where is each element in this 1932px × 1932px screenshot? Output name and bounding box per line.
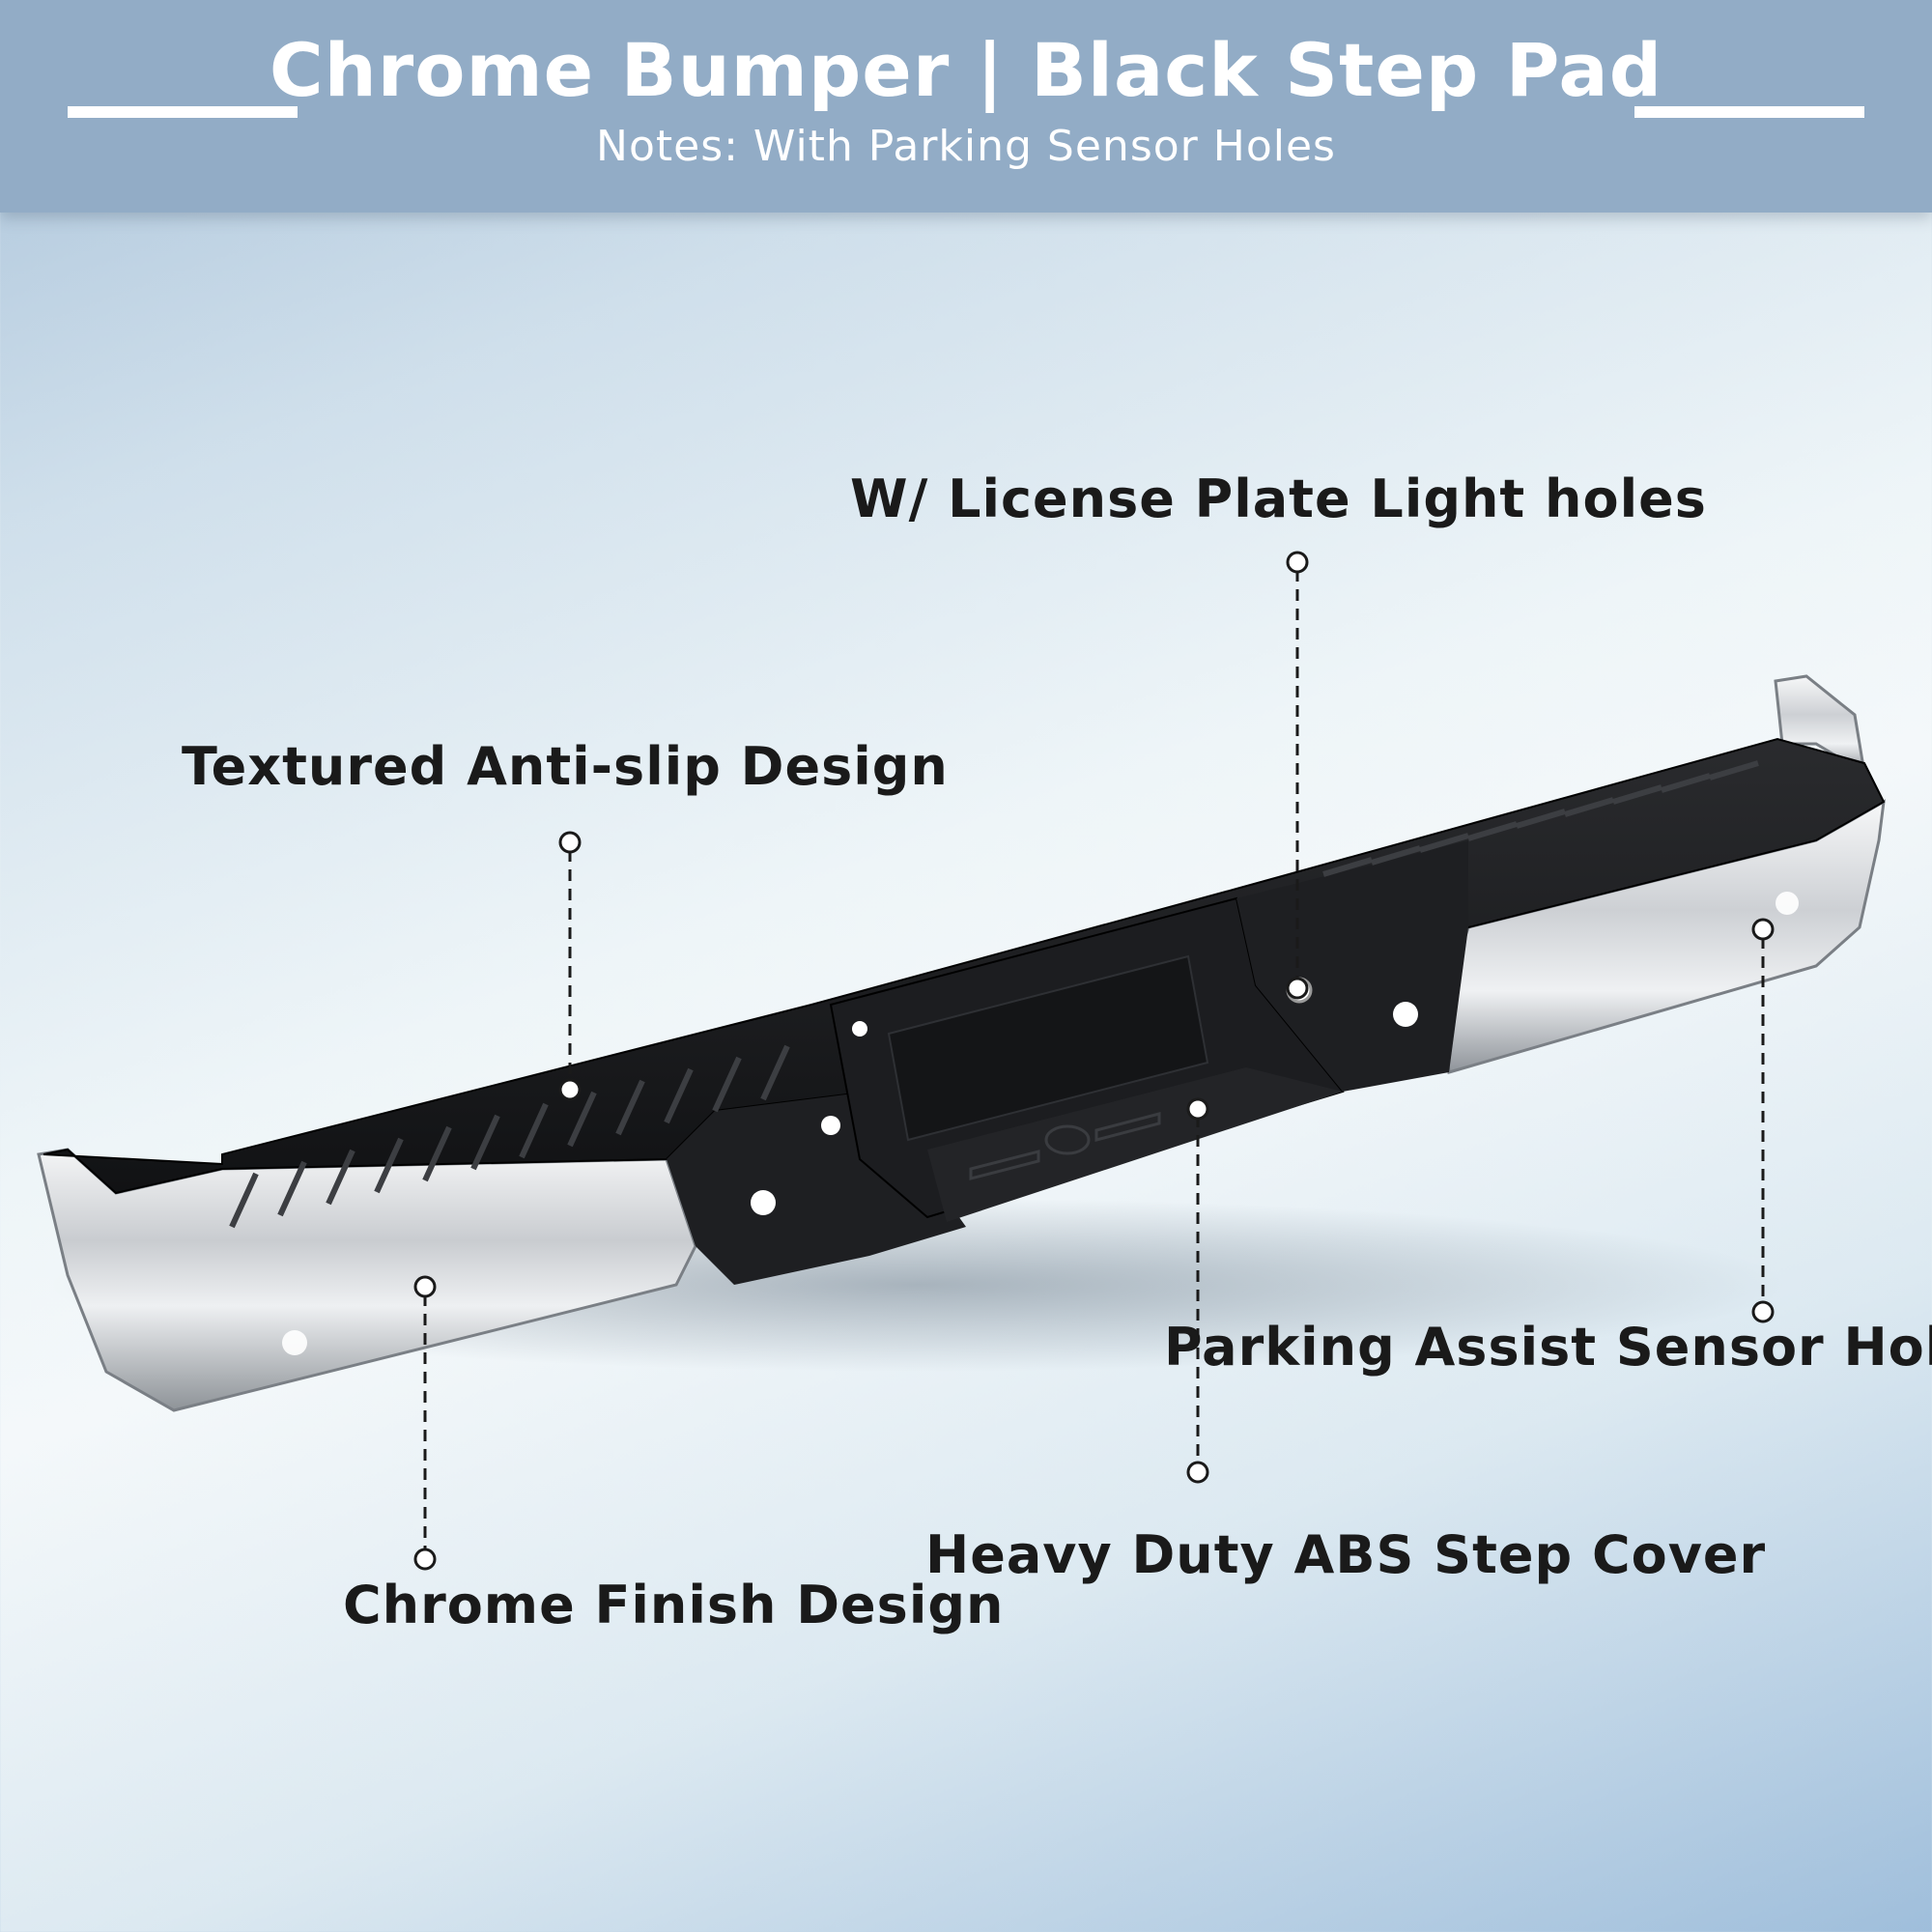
callout-parking-sensor-holes: Parking Assist Sensor Holes bbox=[1164, 1317, 1932, 1378]
sensor-holes bbox=[282, 892, 1799, 1355]
callout-abs-step-cover: Heavy Duty ABS Step Cover bbox=[925, 1524, 1767, 1585]
callout-license-plate-holes: W/ License Plate Light holes bbox=[850, 469, 1707, 529]
center-plate-inner bbox=[887, 954, 1209, 1142]
step-pad-right-lower bbox=[1236, 840, 1468, 1092]
step-cover-marks bbox=[969, 1112, 1161, 1180]
anti-slip-ribs bbox=[229, 760, 1759, 1229]
callout-chrome-finish: Chrome Finish Design bbox=[343, 1575, 1005, 1635]
center-step-floor bbox=[927, 1067, 1343, 1222]
callout-anti-slip-design: Textured Anti-slip Design bbox=[182, 736, 949, 797]
step-pad-left-lower bbox=[222, 1092, 966, 1285]
banner-right-rule bbox=[1634, 106, 1864, 118]
callout-leaders bbox=[423, 570, 1765, 1550]
banner-title: Chrome Bumper | Black Step Pad bbox=[269, 27, 1663, 113]
banner-note: Notes: With Parking Sensor Holes bbox=[596, 122, 1336, 171]
callout-dots bbox=[413, 551, 1775, 1571]
banner-left-rule bbox=[68, 106, 298, 118]
header-banner: Chrome Bumper | Black Step Pad Notes: Wi… bbox=[0, 0, 1932, 213]
